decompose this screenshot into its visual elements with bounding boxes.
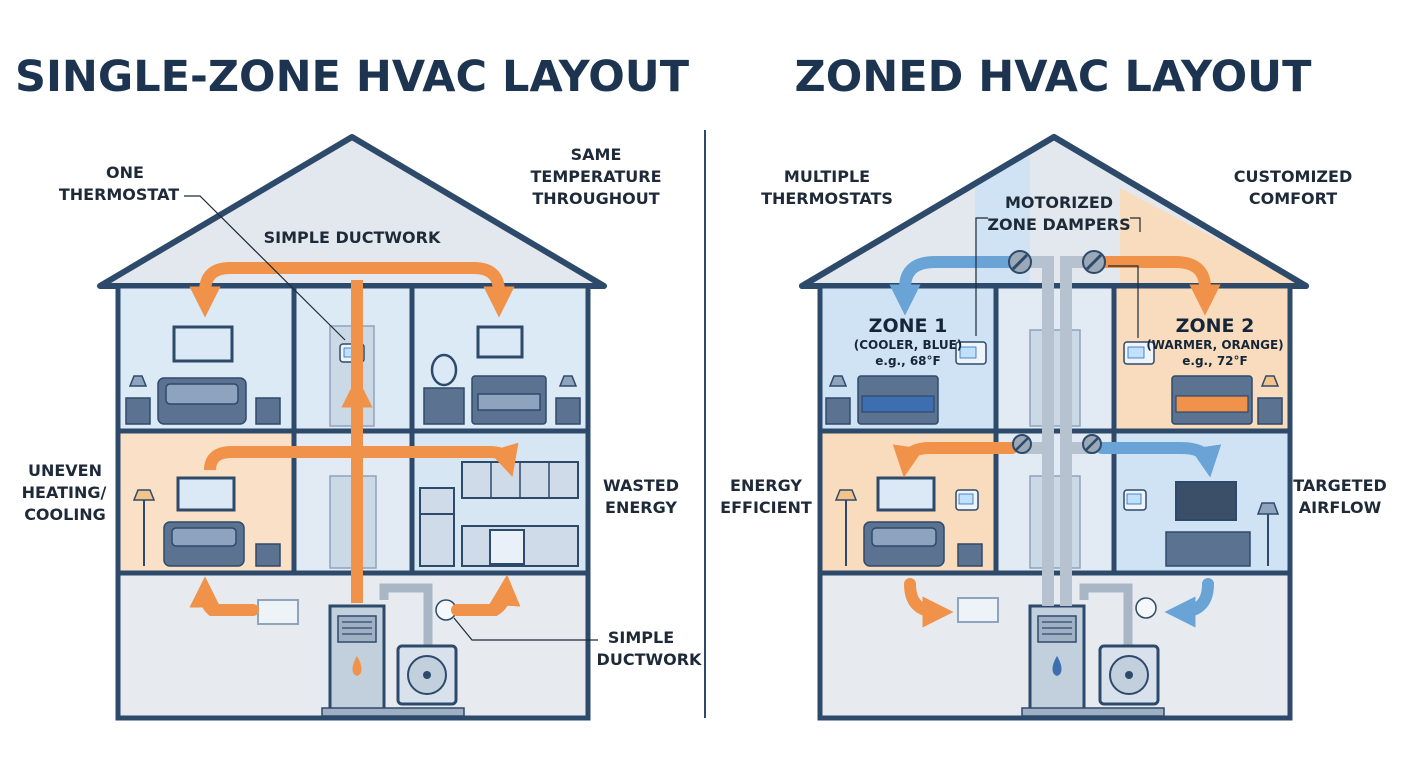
label-wasted-2: ENERGY [605,498,677,517]
left-oven-icon [489,529,525,565]
right-labels: MULTIPLE THERMOSTATS MOTORIZED ZONE DAMP… [720,167,1387,517]
label-wasted-1: WASTED [603,476,679,495]
zone2-temp: e.g., 72°F [1182,354,1247,368]
zone-dampers [1008,250,1106,454]
zoned-duct-arrows [889,256,1222,628]
left-house [97,134,607,721]
left-wall-tv [172,325,234,363]
right-basement-gauge-icon [1135,597,1157,619]
left-nightstand [125,397,151,425]
label-one-thermostat-2: THERMOSTAT [59,185,179,204]
label-motorized-2: ZONE DAMPERS [987,215,1130,234]
left-duct-arrows [189,262,521,616]
label-targeted-2: AIRFLOW [1299,498,1382,517]
label-motorized-1: MOTORIZED [1005,193,1113,212]
left-floor-lamp-icon [132,489,156,501]
left-flame-icon [352,656,362,676]
zone1-name: ZONE 1 [869,315,948,337]
left-vent-grille [257,599,299,625]
left-title: SINGLE-ZONE HVAC LAYOUT [15,52,690,102]
label-targeted-1: TARGETED [1293,476,1387,495]
right-water-drop-icon [1052,656,1062,676]
label-same-temp-1: SAME [571,145,622,164]
label-same-temp-3: THROUGHOUT [532,189,659,208]
left-fridge-icon [419,487,455,567]
left-mirror-icon [430,353,458,387]
leader-dampers-right [1130,217,1141,232]
label-uneven-1: UNEVEN [28,461,102,480]
left-lamp-icon [128,375,148,387]
label-simple-ductwork-bottom-1: SIMPLE [608,628,674,647]
label-uneven-2: HEATING/ [22,483,107,502]
label-one-thermostat-1: ONE [106,163,144,182]
label-uneven-3: COOLING [24,505,106,524]
label-customized-2: COMFORT [1249,189,1337,208]
label-simple-ductwork-bottom-2: DUCTWORK [597,650,703,669]
label-simple-ductwork-top: SIMPLE DUCTWORK [264,228,441,247]
leader-dampers-left [975,217,988,336]
label-energy-efficient-1: ENERGY [730,476,802,495]
zone1-temp: e.g., 68°F [875,354,940,368]
label-multiple-thermostats-1: MULTIPLE [784,167,870,186]
right-tv-icon [1175,481,1237,521]
right-title: ZONED HVAC LAYOUT [795,52,1313,102]
label-energy-efficient-2: EFFICIENT [720,498,812,517]
zone2-name: ZONE 2 [1176,315,1255,337]
leader-one-thermostat [184,195,346,341]
right-vent-grille [957,597,999,623]
label-customized-1: CUSTOMIZED [1234,167,1352,186]
label-multiple-thermostats-2: THERMOSTATS [761,189,893,208]
right-tv-stand [1165,531,1251,567]
leader-simple-ductwork [453,617,598,641]
label-same-temp-2: TEMPERATURE [530,167,661,186]
left-labels: ONE THERMOSTAT SAME TEMPERATURE THROUGHO… [22,145,702,669]
zone1-desc: (COOLER, BLUE) [854,338,963,352]
right-house [799,134,1309,721]
zone2-desc: (WARMER, ORANGE) [1146,338,1283,352]
leader-zone2-thermostat [1108,265,1139,338]
